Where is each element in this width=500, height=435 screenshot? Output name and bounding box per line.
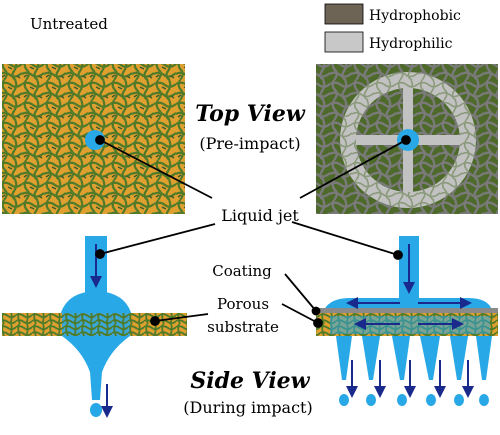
side-view-title: Side View — [190, 368, 310, 394]
leader-jet-side-right — [291, 221, 399, 256]
leader-lines — [95, 135, 411, 328]
leader-porous-right — [281, 303, 319, 324]
jet-impact-spot-left — [85, 130, 105, 150]
coating-label: Coating — [212, 262, 272, 280]
drip-arrows-right — [346, 360, 474, 398]
leader-jet-side-left — [99, 223, 216, 255]
wetted-region-left — [62, 313, 130, 336]
wetted-channels-right — [330, 316, 490, 334]
coating-layer-right — [316, 308, 498, 314]
liquid-jet-label: Liquid jet — [221, 206, 299, 225]
leader-jet-top-left — [99, 139, 213, 199]
legend: Hydrophobic Hydrophilic — [324, 3, 461, 53]
porous-label: Porous — [217, 295, 269, 313]
penetrating-stream-left — [62, 336, 130, 400]
side-view-left — [2, 236, 187, 418]
side-view-right — [316, 236, 498, 406]
untreated-label: Untreated — [30, 15, 108, 33]
during-impact-label: (During impact) — [183, 398, 312, 417]
falling-drop-left — [90, 403, 102, 417]
legend-swatch-hydrophilic — [324, 31, 364, 53]
surface-droplet-left — [60, 291, 132, 316]
leader-jet-top-right — [299, 139, 407, 199]
leader-porous-left — [154, 313, 209, 322]
substrate-label: substrate — [207, 318, 279, 336]
legend-label-hydrophilic: Hydrophilic — [369, 36, 453, 52]
legend-label-hydrophobic: Hydrophobic — [369, 8, 461, 24]
top-view-title: Top View — [195, 101, 306, 127]
pre-impact-label: (Pre-impact) — [199, 134, 300, 153]
drip-streams-right — [336, 336, 492, 406]
legend-swatch-hydrophobic — [324, 3, 364, 25]
surface-film-right — [324, 298, 492, 310]
leader-coating — [284, 273, 317, 312]
